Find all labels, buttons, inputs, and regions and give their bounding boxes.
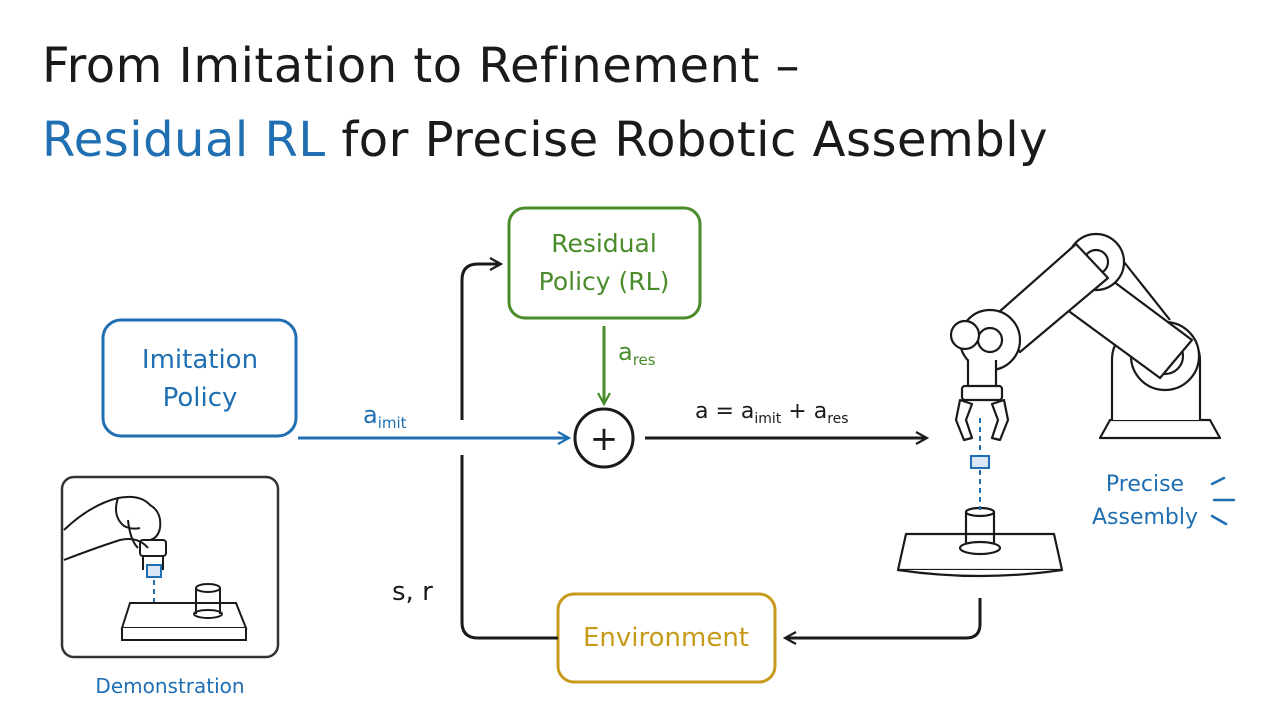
peg-part [146,564,162,578]
feedback-upper-path [460,264,500,420]
assembly-peg [970,455,990,469]
arrow-robot-to-env [786,598,982,638]
imitation-policy-node: Imitation Policy [101,318,298,438]
sum-symbol: + [590,419,619,459]
label-a-imit: aimit [363,401,407,432]
hand-icon [63,495,167,570]
sparkle-icon [1210,476,1236,526]
demonstration-panel [60,475,280,659]
sum-node: + [573,407,635,469]
imitation-label-1: Imitation [142,345,258,375]
residual-policy-node: Residual Policy (RL) [507,206,702,320]
imitation-label-2: Policy [163,383,238,413]
label-a-res: ares [618,338,656,369]
residual-label-2: Policy (RL) [539,267,670,296]
precise-assembly-label-1: Precise [1106,472,1184,497]
label-state-reward: s, r [392,577,433,607]
title-line-1: From Imitation to Refinement – [42,38,801,94]
environment-node: Environment [556,592,777,684]
robot-arm-icon [896,232,1222,578]
precise-assembly-label-2: Assembly [1092,505,1198,530]
title-line-2: Residual RL for Precise Robotic Assembly [42,116,1048,164]
peg-block-icon [120,583,248,641]
label-combined-action: a = aimit + ares [695,399,849,427]
feedback-lower-path [460,455,558,640]
environment-label: Environment [583,623,749,653]
residual-label-1: Residual [551,229,657,258]
title-highlight: Residual RL [42,112,326,168]
demonstration-label: Demonstration [95,674,244,698]
title-rest: for Precise Robotic Assembly [325,112,1048,168]
